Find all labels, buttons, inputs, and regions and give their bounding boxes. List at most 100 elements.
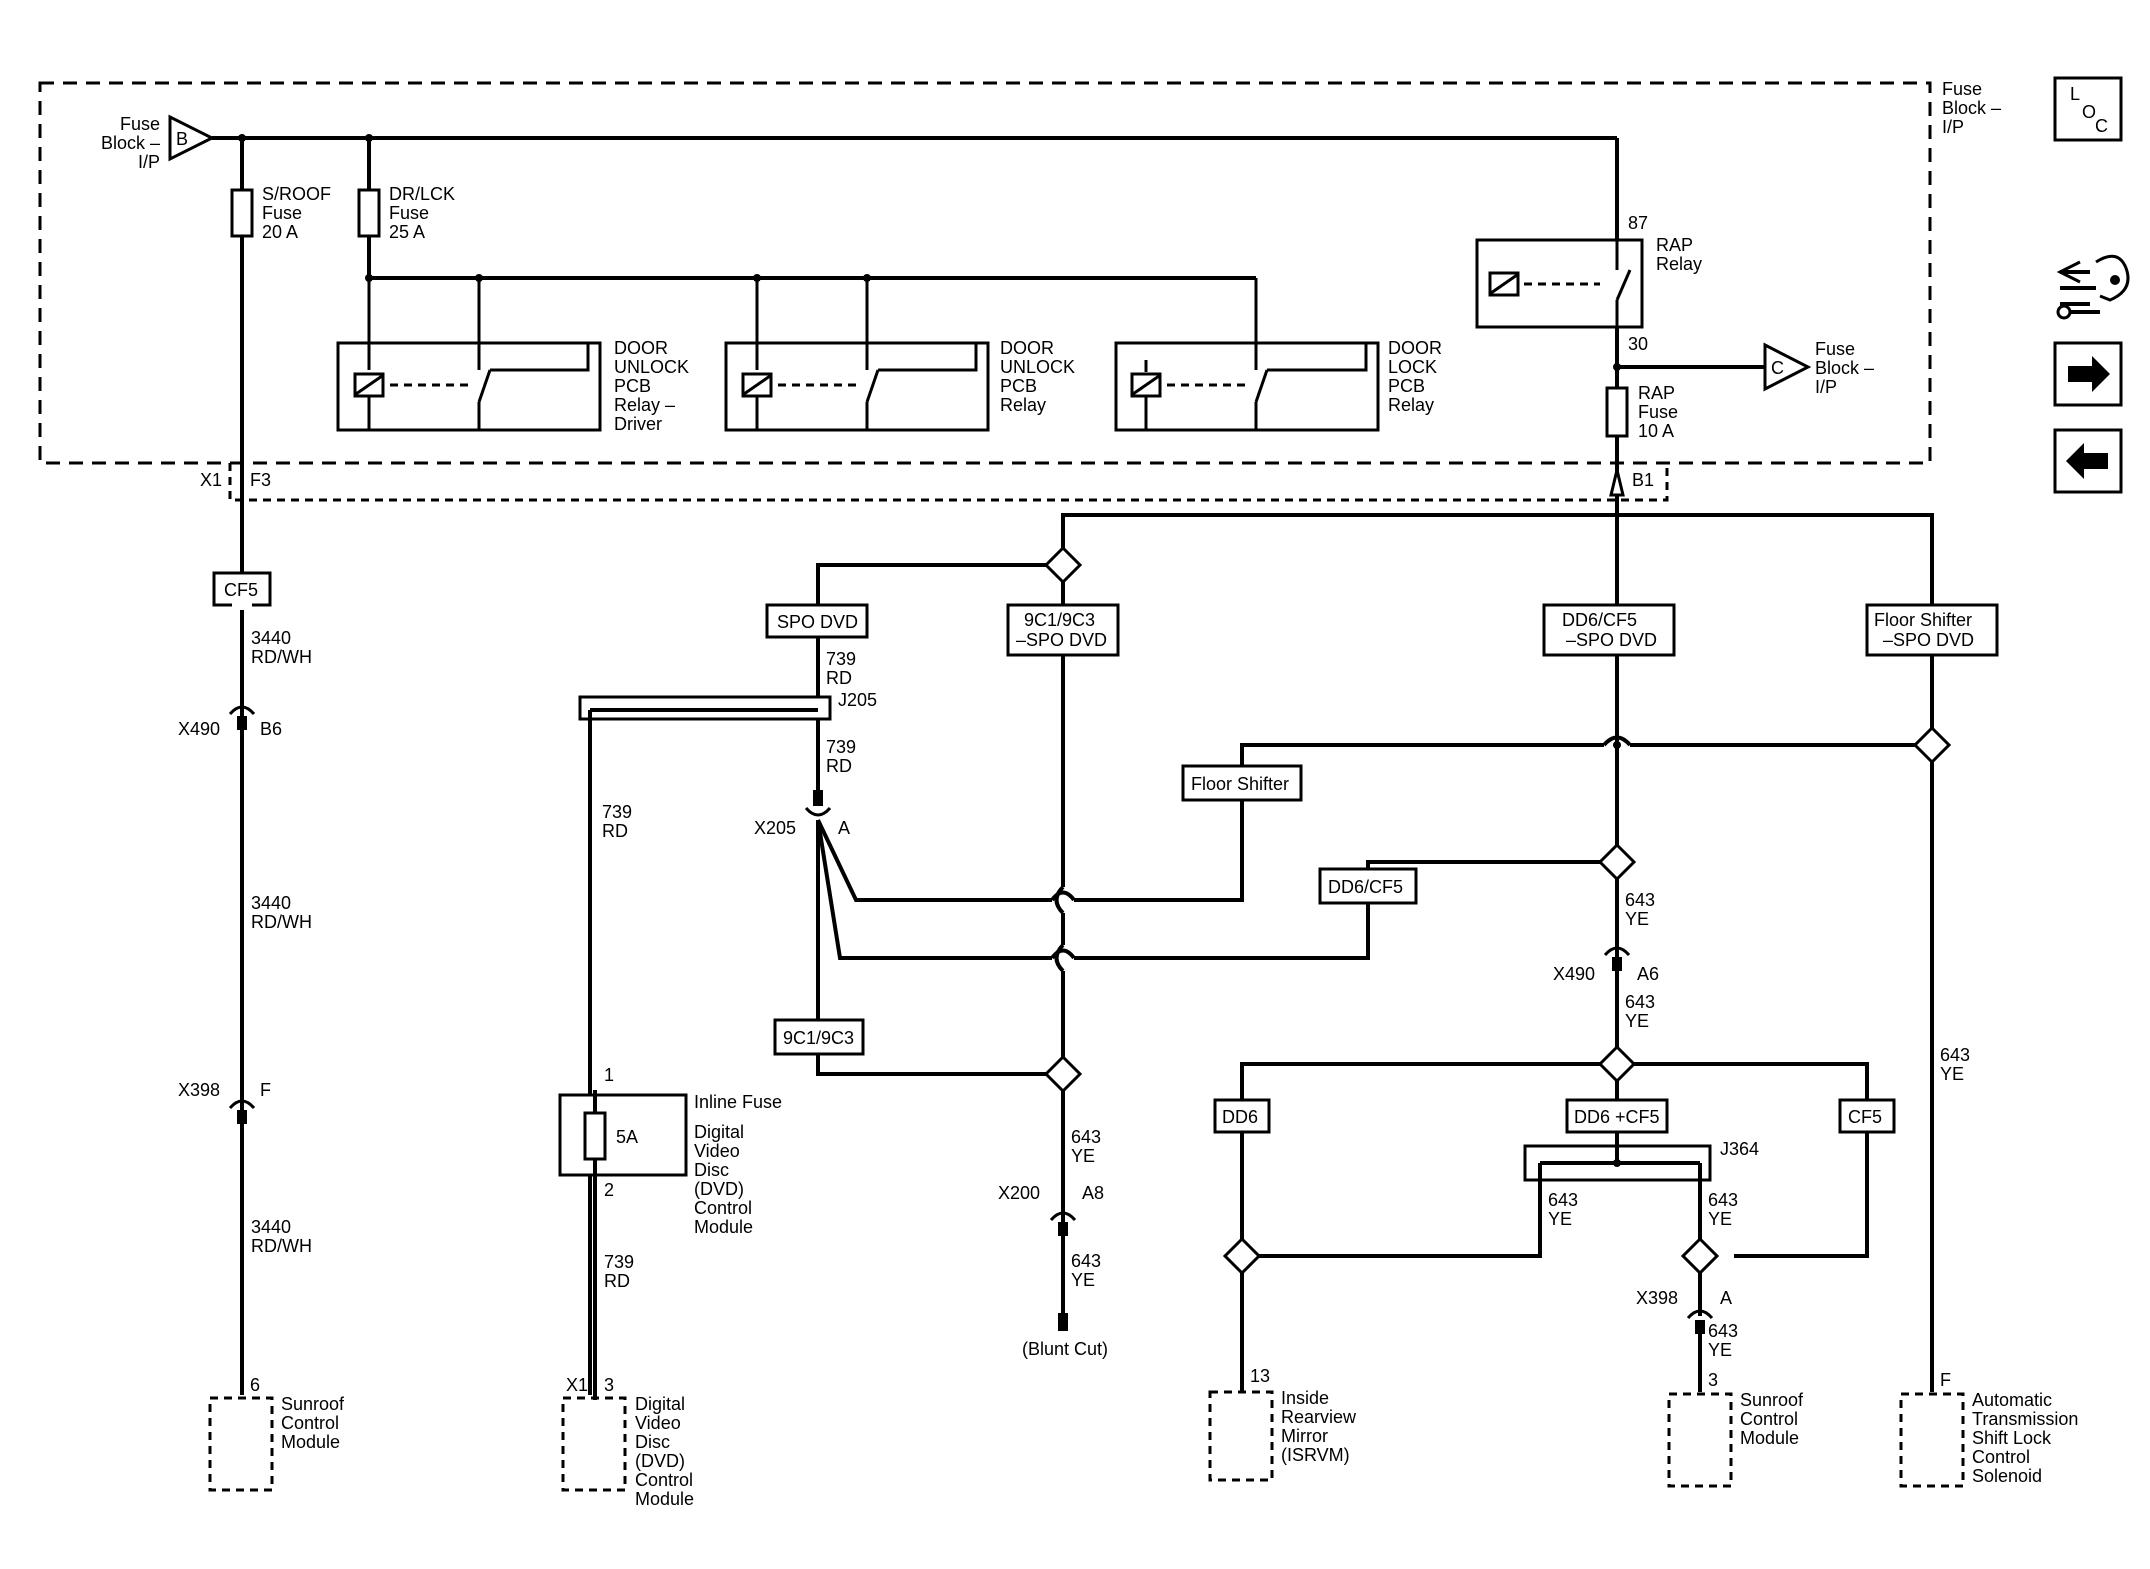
svg-text:Inside: Inside [1281, 1388, 1329, 1408]
fuse-block-lower-extension [228, 463, 1669, 502]
loc-button[interactable]: L O C [2053, 76, 2123, 142]
floor-shifter-top-wire [1240, 743, 1604, 766]
door-unlock-relay-label: DOOR UNLOCK PCB Relay [1000, 338, 1075, 415]
svg-text:I/P: I/P [138, 152, 160, 172]
gap [232, 600, 252, 610]
svg-text:Driver: Driver [614, 414, 662, 434]
drlck-fuse [357, 188, 381, 238]
option-dd6 [1213, 1098, 1271, 1134]
a398-label: A [1720, 1288, 1732, 1308]
option-spo-dvd-label: SPO DVD [777, 612, 858, 632]
pin-3b-label: 3 [1708, 1370, 1718, 1390]
rap-relay [1475, 238, 1644, 329]
pin-13-label: 13 [1250, 1366, 1270, 1386]
svg-text:643: 643 [1940, 1045, 1970, 1065]
x205-connector [804, 806, 832, 817]
option-9c1-spo-label: 9C1/9C3 [1024, 610, 1095, 630]
svg-text:YE: YE [1548, 1209, 1572, 1229]
svg-text:739: 739 [826, 649, 856, 669]
splice-diamond-dd6-mid [1597, 1044, 1637, 1084]
option-dd6-cf5-plus-label: DD6 +CF5 [1574, 1107, 1660, 1127]
wire-3440-label-a: 3440 RD/WH [251, 628, 312, 667]
pin [237, 1110, 247, 1124]
svg-text:I/P: I/P [1815, 377, 1837, 397]
pin [1058, 1222, 1068, 1236]
b1-connector-arrow [1609, 469, 1625, 497]
sunroof-module-right [1667, 1392, 1733, 1488]
svg-text:Module: Module [1740, 1428, 1799, 1448]
svg-text:Module: Module [635, 1489, 694, 1509]
option-dd6-cf5-spo [1542, 603, 1676, 657]
inline-fuse-label: Inline Fuse [694, 1092, 782, 1112]
shift-lock-solenoid [1899, 1392, 1965, 1488]
svg-text:Video: Video [694, 1141, 740, 1161]
floor-shifter-return [1074, 800, 1244, 902]
svg-text:RD: RD [602, 821, 628, 841]
crossover [1050, 890, 1076, 902]
rap-relay-label: RAP Relay [1656, 235, 1702, 274]
dvd-module-bottom-label: Digital Video Disc (DVD) Control Module [635, 1394, 694, 1509]
svg-text:739: 739 [826, 737, 856, 757]
svg-text:YE: YE [1625, 909, 1649, 929]
svg-text:O: O [2082, 102, 2096, 122]
x398-left-label: X398 [178, 1080, 220, 1100]
sunroof-module-left-label: Sunroof Control Module [281, 1394, 345, 1452]
option-floor-shifter-spo-label-2: –SPO DVD [1883, 630, 1974, 650]
svg-text:20 A: 20 A [262, 222, 298, 242]
wire-643-label-a: 643 YE [1071, 1127, 1101, 1166]
option-dd6-spo-label-2: –SPO DVD [1566, 630, 1657, 650]
option-dd6-cf5-plus [1565, 1098, 1669, 1134]
svg-text:DOOR: DOOR [1388, 338, 1442, 358]
svg-text:L: L [2070, 84, 2080, 104]
svg-text:3440: 3440 [251, 1217, 291, 1237]
svg-text:DR/LCK: DR/LCK [389, 184, 455, 204]
option-dd6-cf5 [1318, 867, 1418, 905]
j364-left-out [1259, 1163, 1542, 1258]
svg-text:Fuse: Fuse [262, 203, 302, 223]
isrvm-module [1208, 1390, 1274, 1482]
svg-text:643: 643 [1071, 1127, 1101, 1147]
output-c-label: C [1771, 358, 1784, 378]
cf5-down-wire [1734, 1132, 1869, 1258]
svg-text:I/P: I/P [1942, 117, 1964, 137]
wire-643-label-f: 643 YE [1708, 1190, 1738, 1229]
pin-f-label: F [1940, 1370, 1951, 1390]
wire-739-label-c: 739 RD [602, 802, 632, 841]
svg-text:PCB: PCB [1000, 376, 1037, 396]
x490-b6-connector [228, 705, 256, 716]
svg-text:Transmission: Transmission [1972, 1409, 2078, 1429]
sroof-fuse-label: S/ROOF Fuse 20 A [262, 184, 331, 242]
input-b-connector [168, 114, 216, 162]
svg-text:Control: Control [694, 1198, 752, 1218]
svg-text:643: 643 [1625, 890, 1655, 910]
svg-text:Disc: Disc [694, 1160, 729, 1180]
wire-739-label-d: 739 RD [604, 1252, 634, 1291]
dvd-module-bottom [561, 1396, 627, 1492]
option-cf5-top-label: CF5 [224, 580, 258, 600]
x490-mid-label: X490 [1553, 964, 1595, 984]
rap-pin-30: 30 [1628, 334, 1648, 354]
x490-a6-connector [1603, 946, 1631, 957]
svg-text:Fuse: Fuse [1638, 402, 1678, 422]
wire-643-label-b: 643 YE [1071, 1251, 1101, 1290]
pin-2-label: 2 [604, 1180, 614, 1200]
option-cf5-right-label: CF5 [1848, 1107, 1882, 1127]
f3-label: F3 [250, 470, 271, 490]
pin-6-label: 6 [250, 1375, 260, 1395]
troubleshooting-icon[interactable] [2056, 254, 2130, 320]
svg-text:RD/WH: RD/WH [251, 1236, 312, 1256]
svg-text:643: 643 [1708, 1190, 1738, 1210]
sunroof-module-right-label: Sunroof Control Module [1740, 1390, 1804, 1448]
svg-text:PCB: PCB [614, 376, 651, 396]
fuse-block-c-label: Fuse Block – I/P [1815, 339, 1874, 397]
svg-text:Fuse: Fuse [389, 203, 429, 223]
svg-text:3440: 3440 [251, 628, 291, 648]
svg-text:Module: Module [281, 1432, 340, 1452]
dvd-inline-label: Digital Video Disc (DVD) Control Module [694, 1122, 753, 1237]
svg-text:(DVD): (DVD) [635, 1451, 685, 1471]
arrow-right-icon[interactable] [2053, 341, 2123, 407]
svg-text:Digital: Digital [694, 1122, 744, 1142]
arrow-left-icon[interactable] [2053, 428, 2123, 494]
fuse-block-label-right: Fuse Block – I/P [1942, 79, 2001, 137]
